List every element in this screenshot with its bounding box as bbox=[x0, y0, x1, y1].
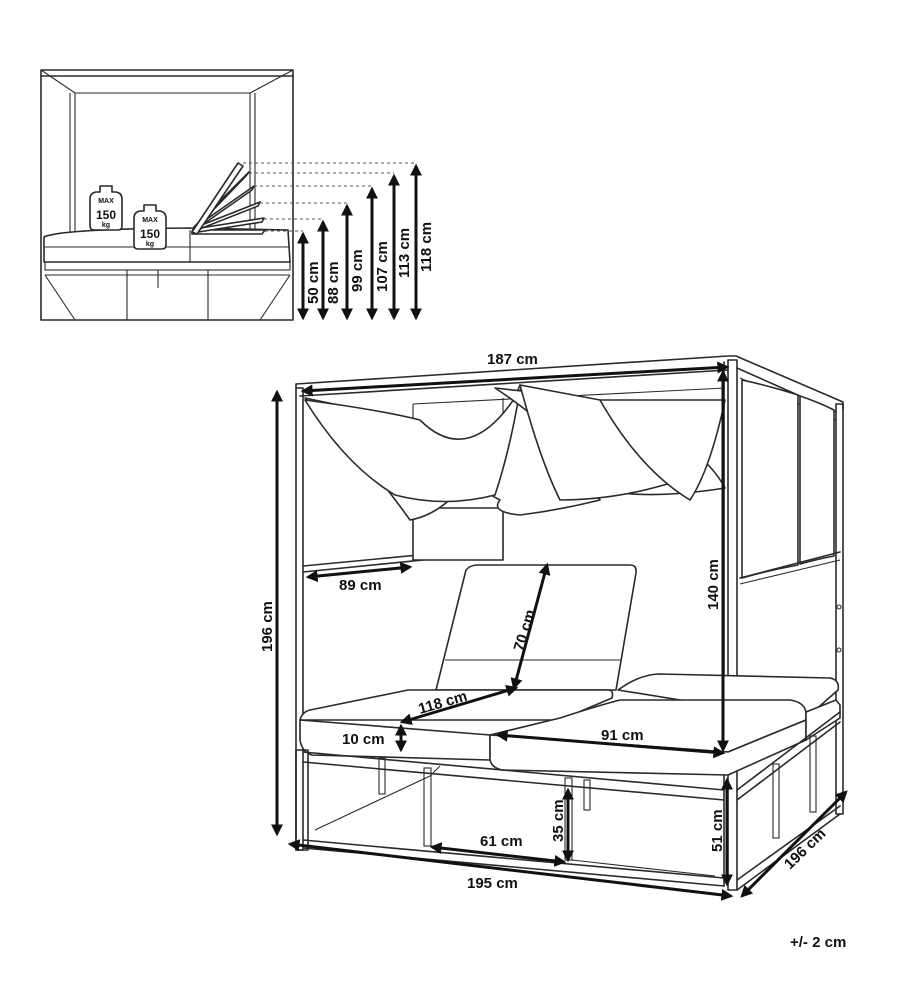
height-50-label: 50 cm bbox=[305, 261, 322, 304]
height-99-label: 99 cm bbox=[349, 249, 366, 292]
tolerance-note: +/- 2 cm bbox=[790, 934, 847, 951]
inset-side-view bbox=[40, 69, 416, 321]
inset-height-dimensions: 50 cm 88 cm 99 cm 107 cm 113 cm 118 cm bbox=[297, 163, 435, 321]
weight-value: 150 bbox=[96, 208, 116, 222]
main-dimensions: 187 cm 196 cm 89 cm 70 cm 140 cm 118 cm … bbox=[259, 351, 848, 901]
height-118-label: 118 cm bbox=[418, 222, 435, 272]
total-height-label: 196 cm bbox=[259, 601, 276, 652]
weight-unit: kg bbox=[102, 222, 110, 229]
height-107-label: 107 cm bbox=[374, 241, 391, 292]
height-113-label: 113 cm bbox=[396, 228, 413, 278]
height-88-label: 88 cm bbox=[325, 261, 342, 304]
weight-icon: MAX 150 kg bbox=[133, 204, 167, 250]
base-height-label: 51 cm bbox=[709, 809, 726, 852]
weight-max-label: MAX bbox=[98, 198, 114, 205]
side-panel-label: 89 cm bbox=[339, 577, 382, 594]
frame-height-label: 140 cm bbox=[705, 559, 722, 610]
cushion-thickness-label: 10 cm bbox=[342, 731, 385, 748]
weight-max-label: MAX bbox=[142, 217, 158, 224]
leg-height-label: 35 cm bbox=[550, 799, 567, 842]
weight-value: 150 bbox=[140, 227, 160, 241]
leg-spacing-label: 61 cm bbox=[480, 833, 523, 850]
cushion-width-label: 91 cm bbox=[601, 727, 644, 744]
front-width-label: 195 cm bbox=[467, 875, 518, 892]
top-width-label: 187 cm bbox=[487, 351, 538, 368]
weight-unit: kg bbox=[146, 241, 154, 248]
weight-icon: MAX 150 kg bbox=[89, 185, 123, 231]
